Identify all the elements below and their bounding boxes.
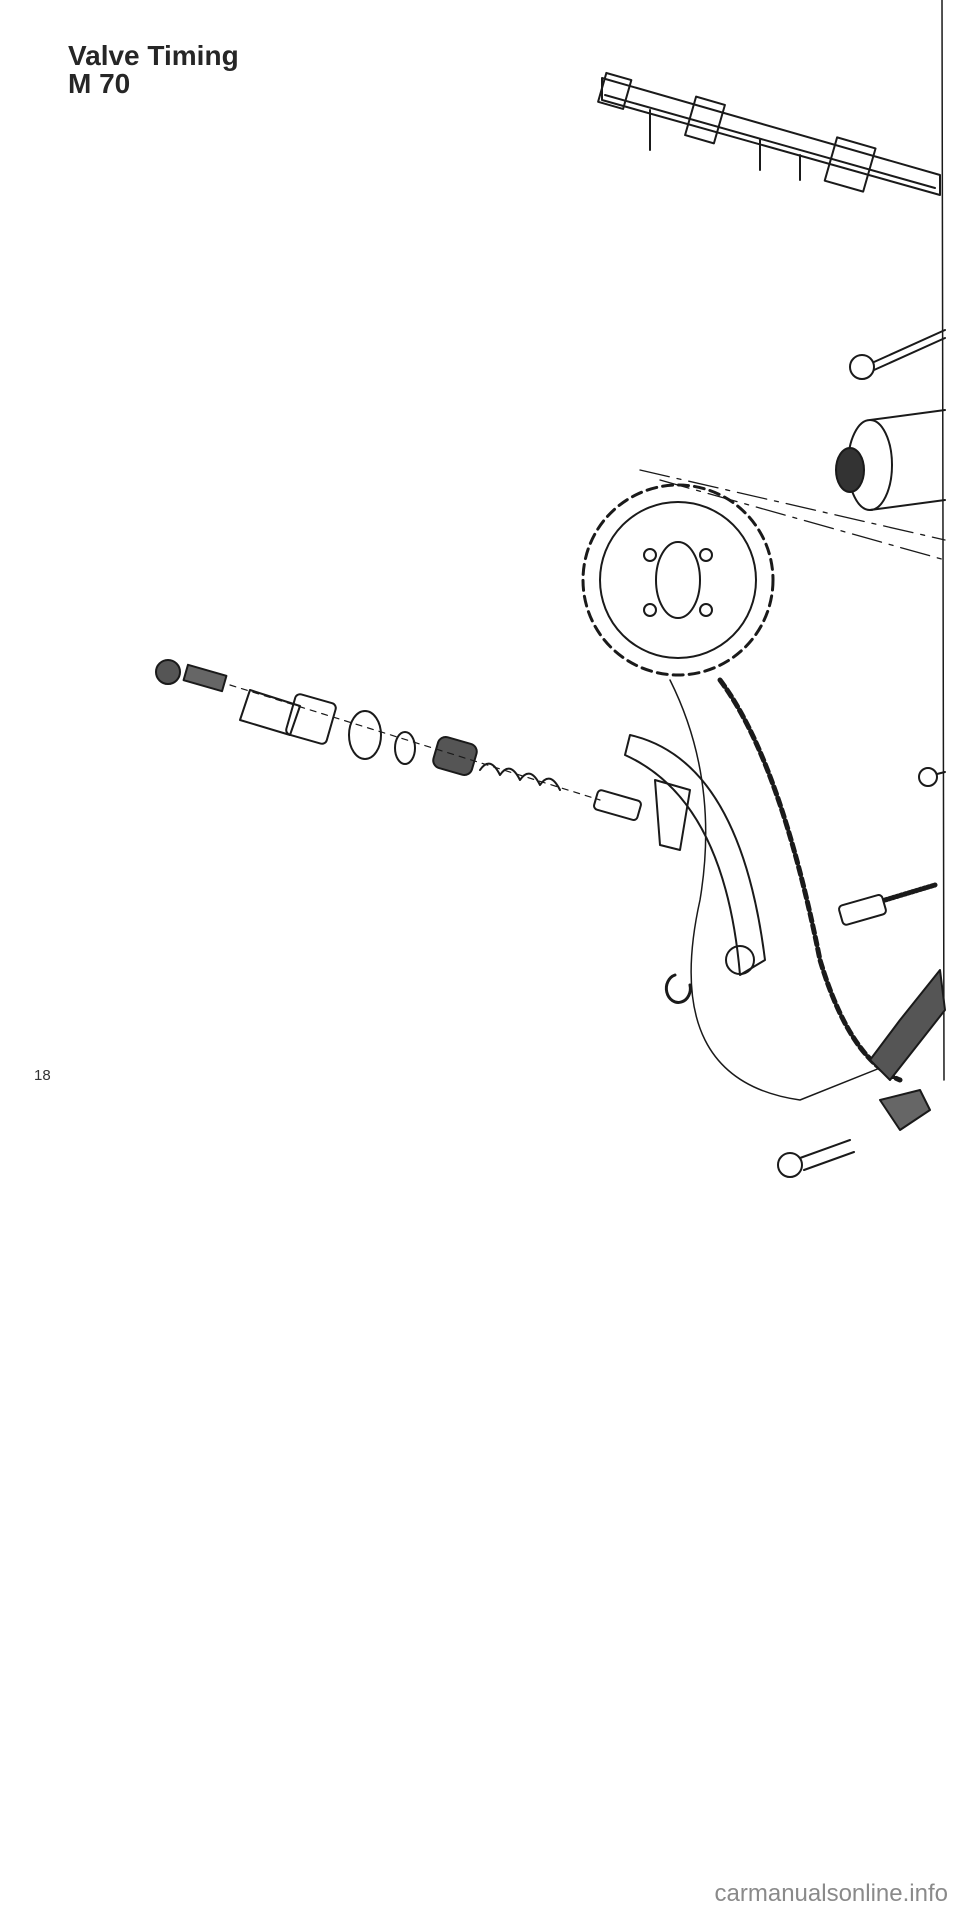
guide-rail-lower [869,969,946,1131]
tensioner-rail [624,734,766,976]
title-line-2: M 70 [68,68,131,99]
page-number: 18 [34,1067,51,1084]
chain-tensioner-assembly [155,659,642,822]
bearing-rail [597,71,941,196]
camshaft-end [835,409,946,511]
timing-chain [669,677,903,1101]
watermark: carmanualsonline.info [714,1880,948,1907]
page-title: Valve Timing M 70 [68,42,239,98]
bolts [777,767,946,1178]
camshaft-sprocket [581,469,946,677]
circlip [664,973,692,1004]
oil-tube [849,329,946,380]
title-line-1: Valve Timing [68,40,239,71]
